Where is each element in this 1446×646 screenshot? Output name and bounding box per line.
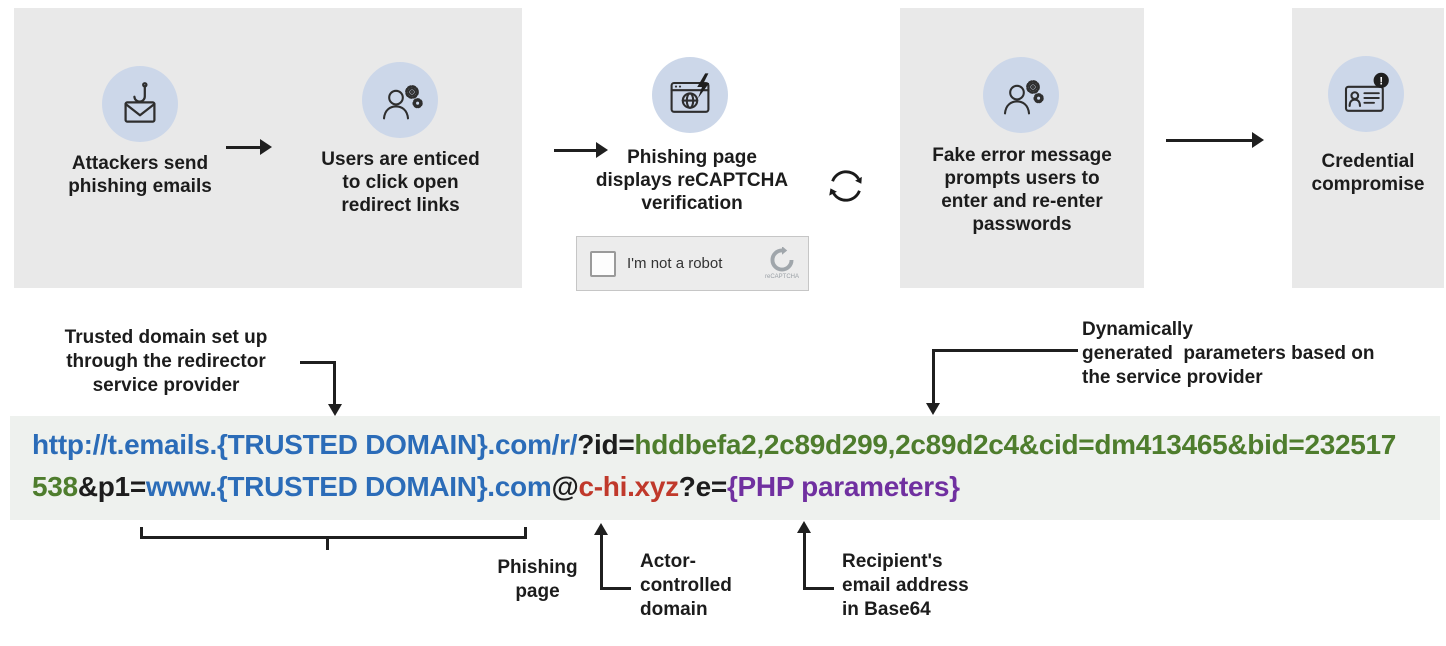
actor-domain-connector-h (603, 587, 631, 590)
dynamic-params-annotation: Dynamically generated parameters based o… (1082, 319, 1375, 388)
recipient-email-connector-h (806, 587, 834, 590)
url-segment: {PHP parameters} (726, 471, 960, 502)
flow-panel-2 (900, 8, 1144, 288)
step-2-label: Users are enticed to click open redirect… (321, 149, 480, 216)
trusted-domain-connector-h (300, 361, 336, 364)
step-4-label: Fake error message prompts users to ente… (932, 145, 1112, 235)
recaptcha-logo-icon (770, 247, 794, 272)
url-segment: &p1= (77, 471, 146, 502)
credential-card-icon: ! (1344, 72, 1389, 112)
loop-arrows-icon (829, 170, 862, 202)
phishing-email-icon (124, 82, 156, 123)
url-line-2: 538&p1=www.{TRUSTED DOMAIN}.com@c-hi.xyz… (10, 466, 1440, 508)
recipient-email-connector-v (803, 532, 806, 590)
trusted-domain-annotation: Trusted domain set up through the redire… (64, 327, 268, 396)
recaptcha-logo: reCAPTCHA (765, 247, 799, 280)
url-segment: hddbefa2,2c89d299,2c89d2c4&cid=dm413465&… (634, 429, 1397, 460)
flow-arrow-1 (226, 139, 272, 155)
recaptcha-widget: I'm not a robot reCAPTCHA (576, 236, 809, 291)
phishing-page-label: Phishing page (497, 557, 578, 602)
step-3-label: Phishing page displays reCAPTCHA verific… (595, 147, 789, 214)
step-5-label: Credential compromise (1311, 151, 1425, 195)
icon-circle (983, 57, 1059, 133)
url-segment: 538 (32, 471, 78, 502)
dynamic-params-connector-v (932, 349, 935, 404)
user-gears-icon (1003, 80, 1044, 115)
url-line-1: http://t.emails.{TRUSTED DOMAIN}.com/r/?… (10, 416, 1440, 466)
icon-circle: ! (1328, 56, 1404, 132)
svg-text:!: ! (1379, 75, 1383, 87)
icon-circle (362, 62, 438, 138)
brace-tick-center (326, 539, 329, 550)
url-segment: ?id= (577, 429, 635, 460)
actor-domain-connector-v (600, 534, 603, 590)
dynamic-params-arrowhead (926, 403, 940, 415)
url-box: http://t.emails.{TRUSTED DOMAIN}.com/r/?… (10, 416, 1440, 520)
dynamic-params-connector-h (932, 349, 1078, 352)
user-gears-icon (382, 85, 423, 120)
trusted-domain-connector-v (333, 361, 336, 405)
flow-arrow-3 (1166, 132, 1264, 148)
url-segment: @ (551, 471, 579, 502)
phishing-page-brace (140, 536, 527, 539)
recipient-email-arrowhead (797, 521, 811, 533)
trusted-domain-arrowhead (328, 404, 342, 416)
recipient-email-label: Recipient's email address in Base64 (842, 551, 969, 620)
url-segment: www.{TRUSTED DOMAIN}.com (145, 471, 552, 502)
icon-circle (102, 66, 178, 142)
step-1-label: Attackers send phishing emails (68, 153, 212, 197)
recaptcha-label: I'm not a robot (627, 255, 723, 272)
recaptcha-logo-text: reCAPTCHA (764, 274, 799, 280)
url-segment: http://t.emails.{TRUSTED DOMAIN}.com/r/ (32, 429, 578, 460)
actor-domain-arrowhead (594, 523, 608, 535)
brace-tick-left (140, 527, 143, 536)
flow-arrow-2 (554, 142, 608, 158)
url-segment: ?e= (678, 471, 727, 502)
recaptcha-checkbox[interactable] (590, 250, 616, 277)
actor-domain-label: Actor- controlled domain (640, 551, 732, 620)
url-segment: c-hi.xyz (578, 471, 679, 502)
brace-tick-right (524, 527, 527, 536)
browser-bolt-icon (670, 73, 710, 113)
icon-circle (652, 57, 728, 133)
flow-panel-3 (1292, 8, 1444, 288)
